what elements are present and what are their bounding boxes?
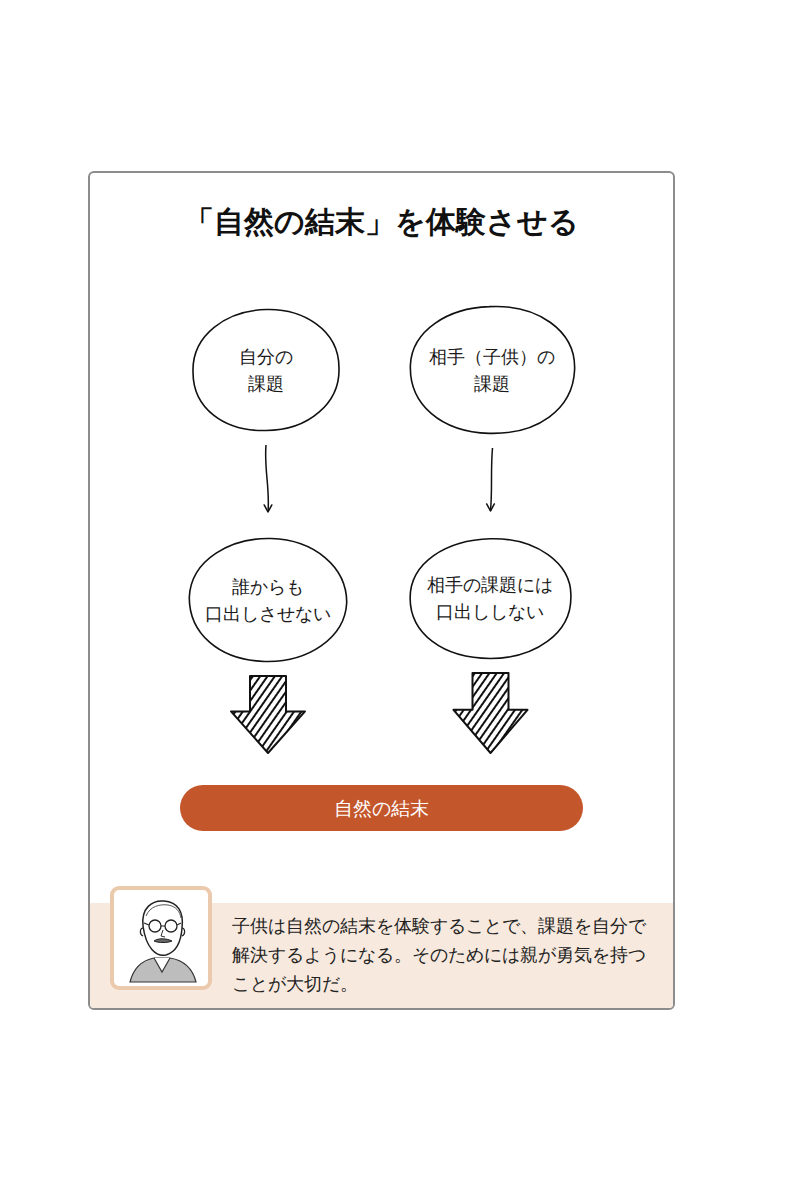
blob-outline-path (193, 309, 339, 430)
thin-arrow-line (266, 445, 269, 512)
caption-text: 子供は自然の結末を体験することで、課題を自分で解決するようになる。そのためには親… (232, 911, 662, 998)
result-band: 自然の結末 (180, 785, 583, 831)
node-inner: 誰からも 口出しさせない (186, 536, 350, 664)
node-text-column: 誰からも 口出しさせない (203, 573, 333, 627)
flow-connector (487, 448, 495, 511)
node-text-column: 自分の 課題 (228, 343, 304, 397)
task-blob: 相手（子供）の 課題 (407, 304, 578, 436)
portrait-illustration (110, 886, 212, 990)
node-inner: 相手（子供）の 課題 (407, 304, 578, 436)
blob-outline (407, 304, 578, 436)
arrow-head (264, 505, 272, 512)
portrait-suit (130, 958, 196, 982)
arrow-head (487, 504, 495, 511)
node-inner: 自然の結末 (180, 785, 583, 831)
portrait-ears (140, 928, 184, 936)
card-frame (88, 171, 675, 1010)
blob-outline-path (189, 539, 346, 662)
blob-outline-path (410, 539, 571, 659)
node-inner: 相手の課題には 口出ししない (405, 535, 576, 661)
flow-connector (264, 445, 272, 512)
block-arrow (454, 673, 528, 753)
portrait-head (143, 901, 183, 955)
diagram-title: 「自然の結末」を体験させる (88, 200, 675, 244)
portrait-frame (112, 888, 210, 988)
portrait-hair (146, 905, 181, 918)
node-text-column: 自然の結末 (334, 794, 429, 823)
node-label: 自分の 課題 (228, 343, 304, 397)
node-label: 相手の課題には 口出ししない (422, 571, 559, 625)
node-label: 自然の結末 (334, 794, 429, 823)
task-blob: 自分の 課題 (190, 307, 342, 433)
flow-connector (231, 676, 305, 753)
block-arrow (231, 676, 305, 753)
portrait-collar (154, 958, 170, 972)
rule-blob: 誰からも 口出しさせない (186, 536, 350, 664)
blob-outline-path (410, 306, 574, 433)
blob-outline (405, 535, 576, 661)
rule-blob: 相手の課題には 口出ししない (405, 535, 576, 661)
node-text-column: 相手の課題には 口出ししない (422, 571, 559, 625)
node-label: 誰からも 口出しさせない (203, 573, 333, 627)
node-text-column: 相手（子供）の 課題 (424, 343, 561, 397)
node-inner: 自分の 課題 (190, 307, 342, 433)
node-label: 相手（子供）の 課題 (424, 343, 561, 397)
blob-outline (190, 307, 342, 433)
flow-connector (454, 673, 528, 753)
portrait-mustache (154, 939, 172, 943)
portrait-glasses-bridge (144, 923, 181, 926)
portrait-glasses (165, 920, 177, 932)
blob-outline (186, 536, 350, 664)
portrait-nose (161, 930, 165, 937)
portrait-glasses (149, 920, 161, 932)
thin-arrow-line (491, 448, 493, 511)
